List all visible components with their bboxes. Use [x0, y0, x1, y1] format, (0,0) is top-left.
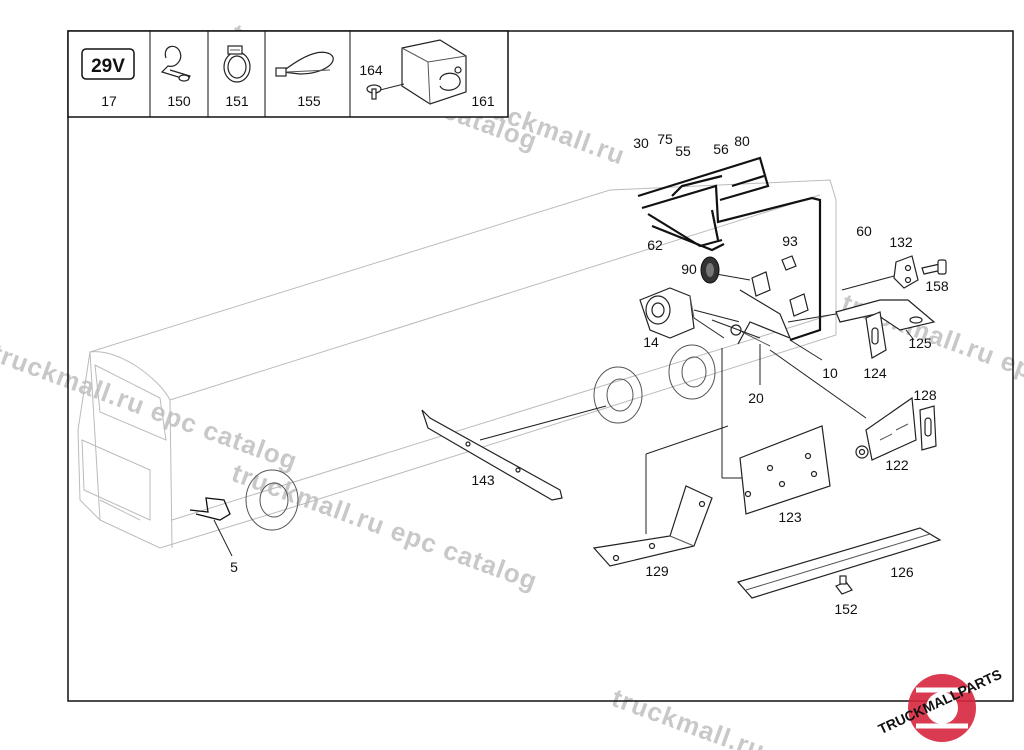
legend-cell-150: 150: [160, 45, 191, 109]
callout-128: 128: [913, 387, 937, 403]
callout-55: 55: [675, 143, 691, 159]
p-clip-icon: [160, 45, 191, 82]
callout-124: 124: [863, 365, 887, 381]
callout-80: 80: [734, 133, 750, 149]
callout-93: 93: [782, 233, 798, 249]
bracket-part-124: [865, 311, 887, 359]
legend-label: 150: [167, 93, 191, 109]
legend-cell-151: 151: [223, 45, 251, 109]
callout-123: 123: [778, 509, 802, 525]
plate-part-123: [721, 348, 831, 515]
legend-label: 155: [297, 93, 321, 109]
callout-125: 125: [908, 335, 932, 351]
socket-part-14: [639, 287, 741, 339]
callout-143: 143: [471, 472, 495, 488]
legend-label: 164: [359, 62, 383, 78]
callout-90: 90: [681, 261, 697, 277]
bracket-part-122: [855, 396, 917, 461]
callout-132: 132: [889, 234, 913, 250]
diagram-frame: [67, 30, 1014, 702]
watermark-layer: truckmall.ru epc catalog truckmall.ru tr…: [0, 17, 1024, 750]
callout-62: 62: [647, 237, 663, 253]
callout-122: 122: [885, 457, 909, 473]
wiring-harness: [637, 156, 822, 342]
rail-part-143: [421, 405, 607, 501]
callout-56: 56: [713, 141, 729, 157]
callout-5: 5: [230, 559, 238, 575]
rear-wheel: [593, 344, 716, 424]
connector-housing-icon: [401, 39, 467, 105]
cable-tie-icon: [275, 51, 334, 77]
callout-129: 129: [645, 563, 669, 579]
bracket-part-10: [711, 289, 823, 385]
nut-part-152: [835, 575, 853, 595]
bolt-part-158: [921, 259, 947, 275]
callout-20: 20: [748, 390, 764, 406]
legend-table: 29V 17 150 151: [67, 30, 509, 118]
legend-cell-17: 29V 17: [81, 48, 135, 109]
front-wheel: [245, 469, 299, 531]
voltage-badge-text: 29V: [91, 56, 125, 77]
callout-10: 10: [822, 365, 838, 381]
legend-cell-155: 155: [275, 51, 334, 109]
clip-part-128: [919, 405, 937, 451]
callout-75: 75: [657, 131, 673, 147]
callout-60: 60: [856, 223, 872, 239]
legend-label: 17: [101, 93, 117, 109]
callout-30: 30: [633, 135, 649, 151]
callout-158: 158: [925, 278, 949, 294]
rail-part-126: [736, 527, 942, 599]
bracket-part-132: [893, 255, 919, 289]
grommet-part-90: [700, 256, 751, 284]
voltage-badge-icon: [81, 48, 135, 80]
bracket-part-129: [592, 425, 729, 567]
callout-14: 14: [643, 334, 659, 350]
bracket-part-125: [787, 299, 936, 341]
screw-icon: [366, 84, 382, 100]
watermark-text: truckmall.ru epc catalog: [0, 337, 302, 476]
watermark-text: truckmall.ru: [608, 682, 769, 750]
legend-cell-164-161: 164 161: [359, 39, 495, 109]
wire-part-5: [189, 497, 233, 557]
legend-label: 161: [471, 93, 495, 109]
callout-152: 152: [834, 601, 858, 617]
callout-126: 126: [890, 564, 914, 580]
hose-clamp-icon: [223, 45, 251, 83]
bolt-part-93: [751, 255, 809, 317]
legend-label: 151: [225, 93, 249, 109]
truckmall-parts-logo: TRUCKMALLPARTS: [876, 666, 1004, 742]
callout-labels: 30 75 55 56 80 62 60 93 90 132 158 14 12…: [230, 131, 949, 617]
